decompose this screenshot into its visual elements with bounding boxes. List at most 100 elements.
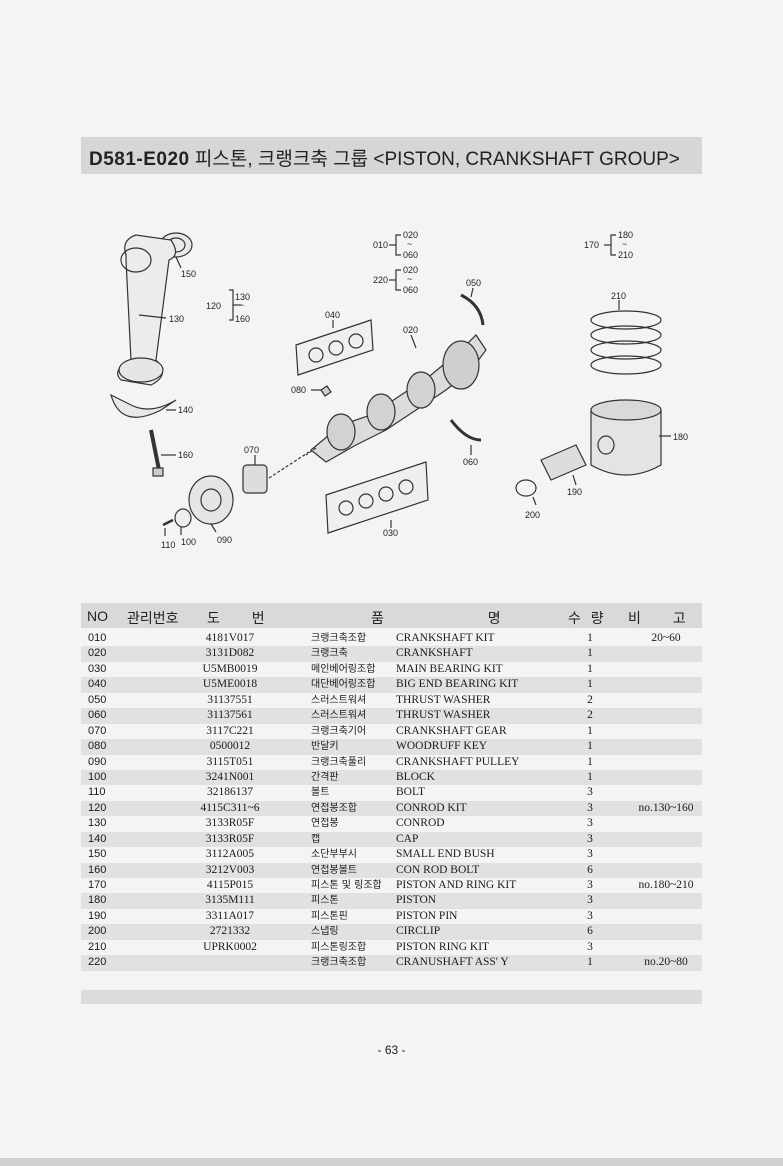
callout-160: 160 [178,450,193,460]
row-quantity: 3 [587,909,593,922]
callout-120-from: 130 [235,292,250,302]
section-code: D581-E020 [89,149,190,170]
piston-pin-illustration [540,444,587,486]
crankshaft-pulley-illustration [162,475,234,536]
row-remarks: 20~60 [651,632,681,644]
row-name-english: CRANKSHAFT PULLEY [396,755,520,768]
row-quantity: 3 [587,786,593,799]
callout-070: 070 [244,445,259,455]
row-quantity: 3 [587,832,593,845]
crankshaft-illustration [268,334,487,479]
row-number: 100 [88,770,107,783]
row-drawing-no: 3115T051 [206,755,254,768]
row-name-english: PISTON PIN [396,909,458,922]
row-drawing-no: 3112A005 [205,848,255,861]
parts-table-header: NO 관리번호 도 번 품 명 수 량 비 고 [81,603,702,628]
row-drawing-no: 3241N001 [205,770,255,783]
callout-130: 130 [169,314,184,324]
section-title: D581-E020 피스톤, 크랭크축 그룹 <PISTON, CRANKSHA… [89,144,680,171]
row-name-korean: 반달키 [311,741,339,753]
row-name-korean: 피스톤 [311,895,339,907]
row-name-english: CRANKSHAFT GEAR [396,724,507,737]
header-remarks: 비 고 [628,610,700,626]
row-number: 020 [88,647,107,660]
row-number: 120 [88,801,107,814]
callout-050: 050 [466,278,481,288]
row-drawing-no: 32186137 [207,786,253,799]
row-name-korean: 크랭크축조합 [311,957,367,969]
main-bearing-kit-illustration [325,461,429,534]
thrust-washer-upper-illustration [460,293,485,326]
callout-220: 220 [373,275,388,285]
callout-020: 020 [403,325,418,335]
row-name-korean: 간격판 [311,771,339,783]
thrust-washer-lower-illustration [449,419,482,442]
row-name-english: CON ROD BOLT [396,863,480,876]
row-quantity: 6 [587,863,593,876]
row-name-english: THRUST WASHER [396,693,491,706]
row-drawing-no: 3133R05F [205,817,255,830]
callout-120-to: 160 [235,314,250,324]
row-quantity: 1 [587,956,593,969]
row-quantity: 3 [587,894,593,907]
row-quantity: 2 [587,693,593,706]
row-number: 140 [88,832,107,845]
row-quantity: 3 [587,848,593,861]
row-drawing-no: U5MB0019 [202,662,258,675]
callout-220-tilde: ~ [407,274,412,284]
big-end-bearing-kit-illustration [295,319,374,376]
row-quantity: 1 [587,662,593,675]
row-name-korean: 소단부부시 [311,849,357,861]
callout-040: 040 [325,310,340,320]
row-number: 090 [88,755,107,768]
row-name-english: CRANUSHAFT ASS' Y [396,956,509,969]
row-number: 190 [88,909,107,922]
row-quantity: 3 [587,879,593,891]
row-quantity: 3 [587,940,593,953]
row-name-korean: 연접봉볼트 [311,864,357,876]
row-drawing-no: U5ME0018 [202,678,258,691]
row-remarks: no.20~80 [644,956,688,969]
row-name-korean: 피스톤링조합 [311,941,367,953]
row-name-english: CIRCLIP [396,925,441,938]
row-number: 080 [88,740,107,753]
callout-010-tilde: ~ [407,239,412,249]
row-drawing-no: 3117C221 [206,724,254,737]
row-drawing-no: UPRK0002 [203,940,257,953]
row-number: 130 [88,817,107,830]
row-quantity: 1 [587,740,593,753]
row-name-english: CAP [396,832,419,845]
row-quantity: 3 [587,817,593,830]
row-quantity: 1 [587,755,593,768]
row-name-korean: 피스톤 및 링조합 [311,880,382,891]
row-number: 050 [88,693,107,706]
callout-170-from: 180 [618,230,633,240]
callout-220-from: 020 [403,265,418,275]
row-name-korean: 스냅링 [311,926,339,938]
callout-100: 100 [181,537,196,547]
row-name-korean: 메인베어링조합 [311,663,376,675]
section-title-english: <PISTON, CRANKSHAFT GROUP> [373,149,680,170]
row-name-english: SMALL END BUSH [396,848,495,861]
row-name-korean: 대단베어링조합 [311,679,376,691]
row-drawing-no: 3133R05F [205,832,255,845]
callout-180: 180 [673,432,688,442]
row-name-english: MAIN BEARING KIT [396,662,503,675]
row-quantity: 1 [587,724,593,737]
header-management-no: 관리번호 [127,610,179,626]
